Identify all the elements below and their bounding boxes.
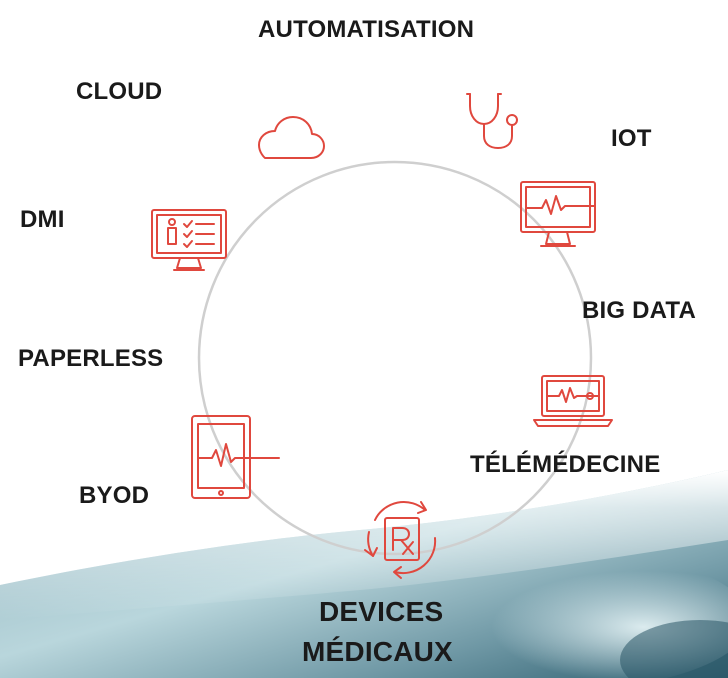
prescription-rx-icon: [355, 492, 447, 584]
label-paperless: PAPERLESS: [18, 345, 164, 372]
laptop-heartbeat-icon: [532, 372, 614, 430]
label-byod: BYOD: [79, 482, 150, 509]
label-dmi: DMI: [20, 206, 65, 233]
stethoscope-icon: [458, 90, 528, 160]
dmi-checklist-monitor-icon: [148, 206, 230, 278]
label-devices-medicaux-line1: DEVICES: [319, 596, 444, 627]
cloud-icon: [247, 112, 327, 164]
label-telemedecine: TÉLÉMÉDECINE: [470, 451, 661, 478]
label-devices-medicaux-line2: MÉDICAUX: [302, 636, 453, 667]
tablet-heartbeat-icon: [188, 412, 280, 504]
label-big-data: BIG DATA: [582, 297, 697, 324]
monitor-heartbeat-icon: [515, 178, 615, 256]
label-iot: IOT: [611, 125, 652, 152]
label-automatisation: AUTOMATISATION: [258, 16, 475, 43]
label-cloud: CLOUD: [76, 78, 163, 105]
